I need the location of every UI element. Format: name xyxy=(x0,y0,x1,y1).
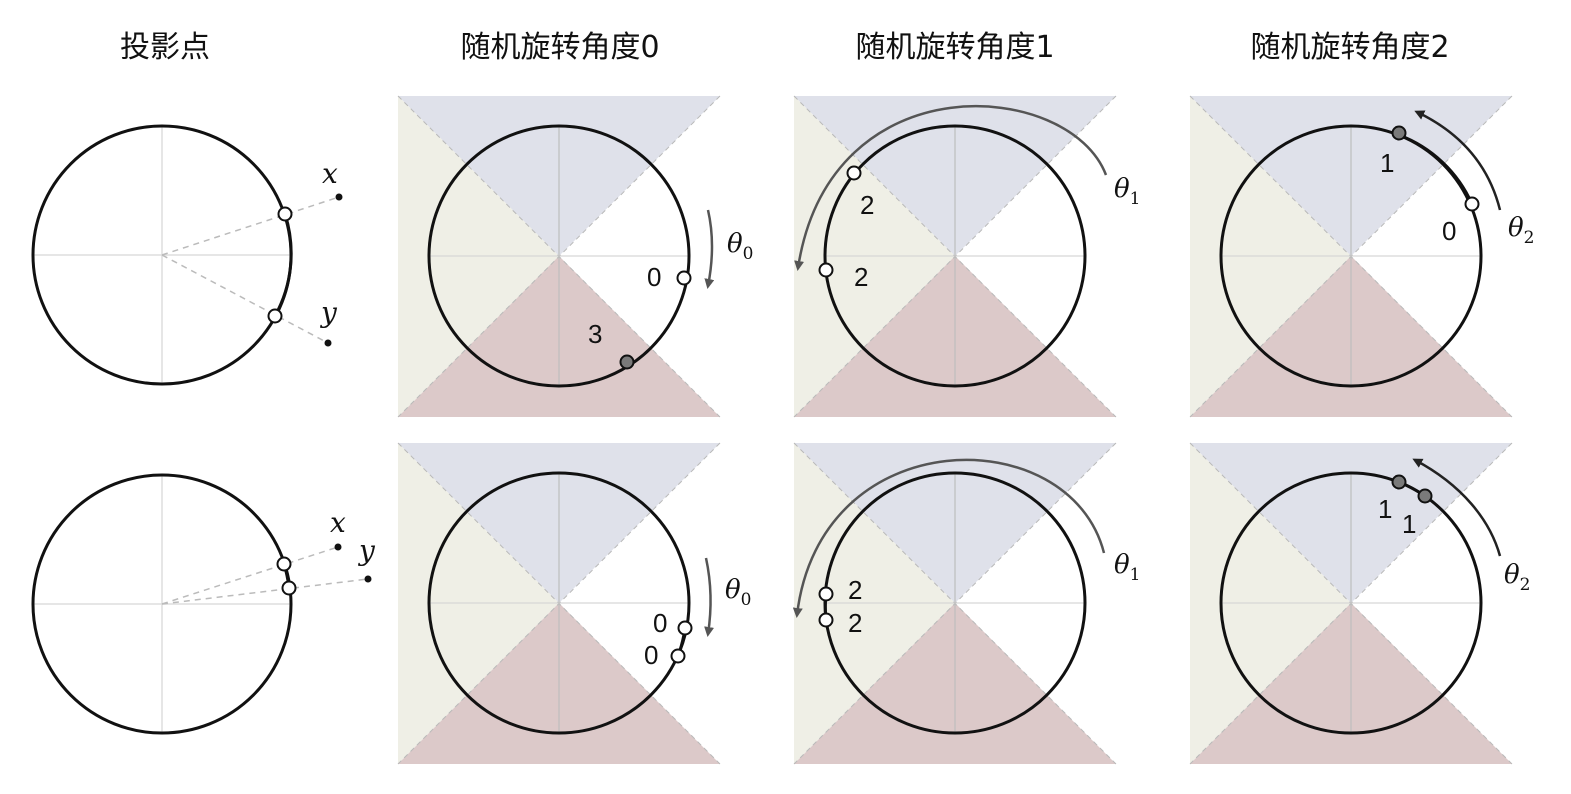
projection-panel-row1: x y xyxy=(31,124,343,386)
point-x xyxy=(335,193,343,201)
bucket-label: 0 xyxy=(647,262,661,292)
projected-point-y xyxy=(267,308,283,324)
unit-circle xyxy=(427,124,691,388)
rotated-point-filled xyxy=(1391,125,1407,141)
bucket-label: 1 xyxy=(1378,494,1392,524)
label-y: y xyxy=(319,296,338,329)
bucket-label: 1 xyxy=(1402,509,1416,539)
theta-label: θ2 xyxy=(1504,560,1530,595)
highlight-arc xyxy=(1398,133,1474,205)
bucket-label: 2 xyxy=(848,608,862,638)
rotation2-panel-row2: θ2 1 1 xyxy=(1189,442,1530,765)
rotation1-panel-row2: θ1 2 2 xyxy=(792,442,1140,765)
column-title-projection: 投影点 xyxy=(120,30,210,65)
column-title-rotation-1: 随机旋转角度1 xyxy=(855,30,1055,65)
projected-point-x xyxy=(277,206,293,222)
bucket-label: 3 xyxy=(588,319,602,349)
rotated-point-hollow xyxy=(676,270,692,286)
rotated-point-hollow xyxy=(846,165,862,181)
label-y: y xyxy=(357,534,376,567)
rotation2-panel-row1: θ2 1 0 xyxy=(1189,95,1534,418)
theta-label: θ2 xyxy=(1508,213,1534,248)
rotated-point-filled xyxy=(619,354,635,370)
bucket-label: 2 xyxy=(860,190,874,220)
unit-circle xyxy=(31,473,293,735)
projection-line-y xyxy=(161,254,329,344)
arc-between-projections xyxy=(273,213,293,317)
bucket-label: 2 xyxy=(854,262,868,292)
rotated-point-hollow xyxy=(818,586,834,602)
bucket-label: 0 xyxy=(653,608,667,638)
rotated-point-hollow xyxy=(818,612,834,628)
label-x: x xyxy=(322,157,338,190)
rotation-arrow-icon xyxy=(1412,458,1502,557)
rotated-point-filled xyxy=(1417,488,1433,504)
unit-circle xyxy=(1219,471,1483,735)
rotation0-panel-row2: θ0 0 0 xyxy=(397,442,751,765)
rotated-point-hollow xyxy=(1464,196,1480,212)
label-x: x xyxy=(330,506,346,539)
bucket-label: 1 xyxy=(1380,148,1394,178)
projection-panel-row2: x y xyxy=(31,473,376,735)
rotated-point-filled xyxy=(1391,474,1407,490)
projection-line-x xyxy=(161,196,340,256)
column-title-rotation-0: 随机旋转角度0 xyxy=(460,30,660,65)
column-title-rotation-2: 随机旋转角度2 xyxy=(1250,30,1450,65)
bucket-label: 0 xyxy=(1442,216,1456,246)
rotation0-panel-row1: θ0 0 3 xyxy=(397,95,753,418)
bucket-label: 2 xyxy=(848,575,862,605)
rotated-point-hollow xyxy=(677,620,693,636)
point-y xyxy=(364,575,372,583)
rotation-arrow-icon xyxy=(794,105,1108,271)
unit-circle xyxy=(1219,124,1483,388)
rotation1-panel-row1: θ1 2 2 xyxy=(793,95,1140,418)
projected-point-x xyxy=(276,556,292,572)
point-x xyxy=(334,543,342,551)
rotation-arrow-icon xyxy=(704,209,715,289)
rotation-arrow-icon xyxy=(1414,110,1502,211)
theta-label: θ1 xyxy=(1114,174,1140,209)
unit-circle xyxy=(427,471,691,735)
theta-label: θ1 xyxy=(1114,550,1140,585)
bucket-label: 0 xyxy=(644,640,658,670)
unit-circle xyxy=(823,124,1087,388)
rotation-arrow-icon xyxy=(792,458,1106,618)
theta-label: θ0 xyxy=(725,575,751,610)
rotated-point-hollow xyxy=(670,648,686,664)
rotation-arrow-icon xyxy=(704,557,715,637)
point-y xyxy=(324,339,332,347)
projection-line-x xyxy=(161,546,339,605)
projection-line-y xyxy=(161,578,369,605)
projected-point-y xyxy=(281,580,297,596)
rotated-point-hollow xyxy=(818,262,834,278)
theta-label: θ0 xyxy=(727,229,753,264)
